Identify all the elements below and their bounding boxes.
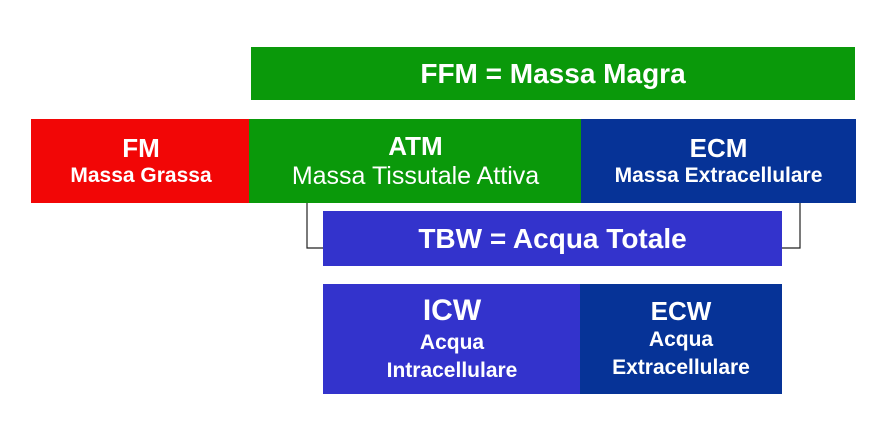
icw-abbr: ICW xyxy=(422,294,482,327)
ecm-box: ECM Massa Extracellulare xyxy=(581,119,856,203)
ecw-box: ECW Acqua Extracellulare xyxy=(580,284,782,394)
tbw-box: TBW = Acqua Totale xyxy=(323,211,782,266)
tbw-label: TBW = Acqua Totale xyxy=(418,222,687,254)
fm-abbr: FM xyxy=(122,133,160,163)
ecw-name-line1: Acqua xyxy=(648,328,714,351)
icw-name-line2: Intracellulare xyxy=(386,359,518,382)
ffm-label: FFM = Massa Magra xyxy=(420,57,686,89)
atm-abbr: ATM xyxy=(388,131,443,161)
ecw-name-line2: Extracellulare xyxy=(612,356,750,379)
ecw-abbr: ECW xyxy=(650,296,712,326)
icw-box: ICW Acqua Intracellulare xyxy=(323,284,581,394)
ecm-name: Massa Extracellulare xyxy=(614,164,823,187)
icw-name-line1: Acqua xyxy=(419,331,485,354)
atm-name: Massa Tissutale Attiva xyxy=(291,162,540,190)
fm-box: FM Massa Grassa xyxy=(31,119,251,203)
atm-box: ATM Massa Tissutale Attiva xyxy=(249,119,582,203)
tbw-bracket-right xyxy=(782,196,801,249)
ecm-abbr: ECM xyxy=(689,133,748,163)
fm-name: Massa Grassa xyxy=(70,164,212,187)
ffm-box: FFM = Massa Magra xyxy=(251,47,855,100)
tbw-bracket-left xyxy=(306,196,323,249)
